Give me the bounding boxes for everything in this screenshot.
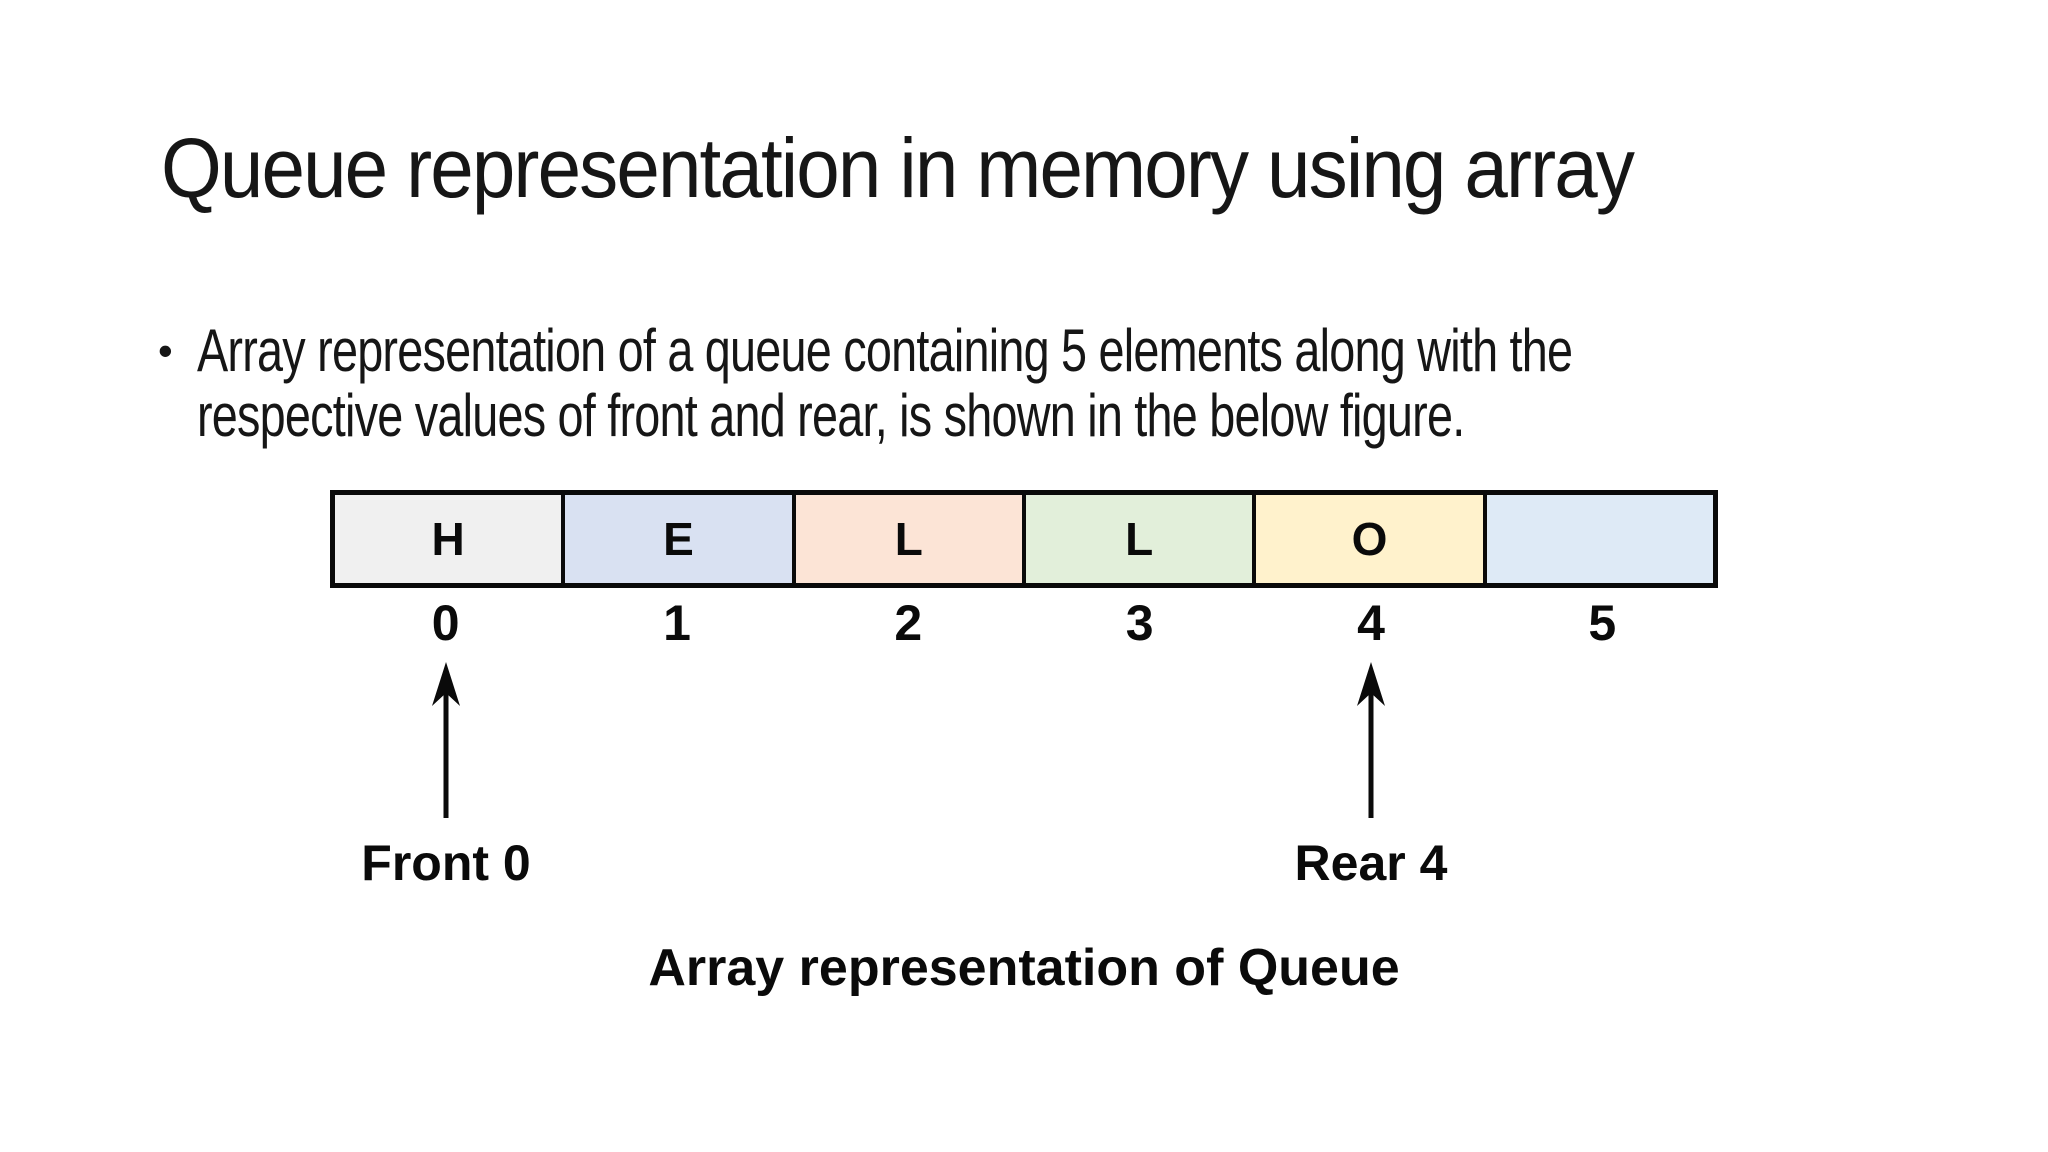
index-row: 0 1 2 3 4 5 <box>330 598 1718 648</box>
front-pointer-label: Front 0 <box>361 835 531 891</box>
bullet-item: • Array representation of a queue contai… <box>158 318 1960 448</box>
bullet-line-1: Array representation of a queue containi… <box>196 317 1573 384</box>
index-label-3: 3 <box>1125 595 1154 651</box>
front-up-arrow-icon <box>432 662 460 818</box>
index-label-5: 5 <box>1588 595 1617 651</box>
array-cell-5 <box>1482 495 1713 583</box>
rear-up-arrow-icon <box>1357 662 1385 818</box>
array-cell-2: L <box>791 495 1022 583</box>
index-label-1: 1 <box>663 595 691 651</box>
slide-title: Queue representation in memory using arr… <box>161 121 1635 215</box>
figure-caption: Array representation of Queue <box>648 939 1400 997</box>
rear-pointer: Rear 4 <box>1221 660 1521 892</box>
cell-value-0: H <box>431 513 465 565</box>
index-label-4: 4 <box>1357 595 1385 651</box>
index-label-0: 0 <box>431 595 460 651</box>
cell-value-4: O <box>1351 513 1388 565</box>
array-cell-1: E <box>561 495 792 583</box>
cell-value-3: L <box>1125 513 1154 565</box>
bullet-marker: • <box>158 327 173 374</box>
array-cell-3: L <box>1021 495 1253 583</box>
cell-value-2: L <box>894 513 923 565</box>
rear-pointer-label: Rear 4 <box>1294 835 1448 891</box>
array-cell-4: O <box>1252 495 1483 583</box>
front-pointer: Front 0 <box>296 660 596 892</box>
queue-array: H E L L O <box>330 490 1718 588</box>
bullet-text: Array representation of a queue containi… <box>196 317 1573 449</box>
index-label-2: 2 <box>894 595 923 651</box>
array-cell-0: H <box>335 495 562 583</box>
bullet-line-2: respective values of front and rear, is … <box>196 382 1465 449</box>
cell-value-1: E <box>663 513 694 565</box>
